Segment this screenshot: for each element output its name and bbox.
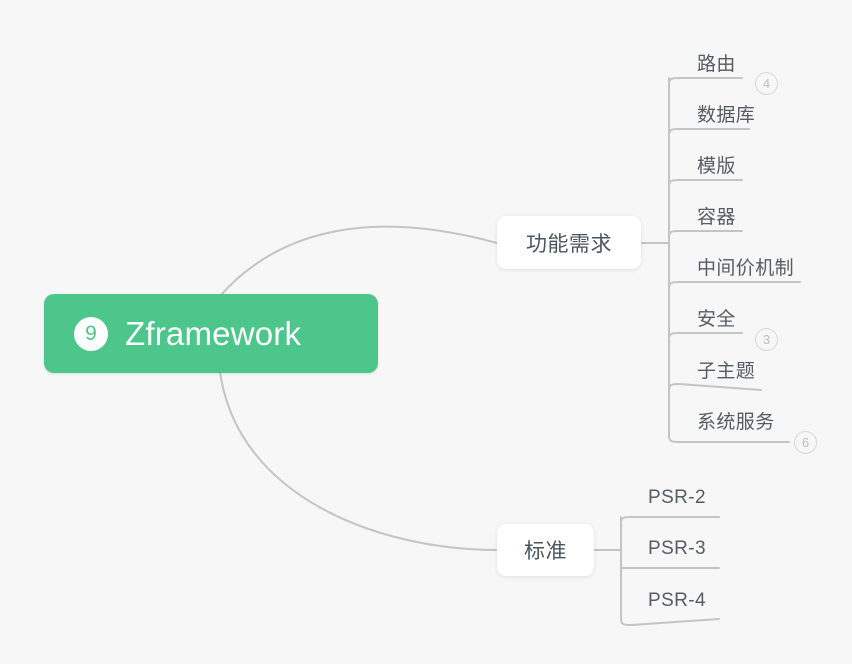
leaf-label: PSR-4: [648, 590, 706, 611]
root-badge-count: 9: [74, 316, 108, 351]
leaf-badge: 6: [794, 431, 817, 454]
leaf-item[interactable]: 子主题: [697, 362, 755, 381]
psr-underline-0: [620, 516, 720, 524]
leaf-label: 子主题: [697, 361, 756, 382]
leaf-label: 模版: [697, 156, 736, 177]
leaf-item[interactable]: 安全: [697, 310, 736, 329]
leaf-item[interactable]: PSR-3: [648, 539, 706, 558]
leaf-badge: 3: [755, 328, 778, 351]
leaf-label: 路由: [697, 54, 736, 75]
leaf-label: 容器: [697, 207, 736, 228]
leaf-underline-7: [668, 435, 790, 443]
leaf-label: PSR-2: [648, 487, 706, 508]
leaf-badge-count: 3: [762, 332, 771, 347]
leaf-label: 系统服务: [697, 412, 775, 433]
psr-underline-2: [620, 618, 720, 627]
leaf-underline-4: [668, 281, 801, 289]
leaf-item[interactable]: 路由: [697, 55, 736, 74]
leaf-item[interactable]: 容器: [697, 208, 736, 227]
leaf-label: 安全: [697, 309, 736, 330]
root-node-label: Zframework: [125, 314, 302, 352]
leaf-badge-count: 6: [801, 435, 810, 450]
branch-label-functional: 功能需求: [526, 232, 612, 256]
leaf-underline-6: [668, 382, 762, 391]
leaf-underline-0: [668, 77, 743, 85]
leaf-underline-3: [668, 230, 743, 238]
leaf-label: 数据库: [697, 105, 756, 126]
leaf-badge-count: 4: [762, 76, 771, 91]
leaf-item[interactable]: PSR-2: [648, 488, 706, 507]
leaf-item[interactable]: 数据库: [697, 106, 755, 125]
branch-node-standard[interactable]: 标准: [497, 524, 594, 576]
leaf-label: PSR-3: [648, 538, 706, 559]
leaf-underline-2: [668, 179, 743, 187]
leaf-underline-5: [668, 332, 743, 340]
leaf-label: 中间价机制: [697, 258, 795, 279]
root-node[interactable]: 9 Zframework: [44, 294, 378, 373]
leaf-badge: 4: [755, 72, 778, 95]
leaf-item[interactable]: 模版: [697, 157, 736, 176]
leaf-item[interactable]: 中间价机制: [697, 259, 794, 278]
branch-label-standard: 标准: [524, 540, 567, 563]
wire-root-to-standard: [219, 371, 498, 551]
branch-node-functional[interactable]: 功能需求: [497, 216, 641, 269]
leaf-item[interactable]: 系统服务: [697, 413, 775, 432]
leaf-item[interactable]: PSR-4: [648, 591, 706, 610]
leaf-underline-1: [668, 128, 750, 136]
wire-root-to-functional: [219, 225, 498, 297]
